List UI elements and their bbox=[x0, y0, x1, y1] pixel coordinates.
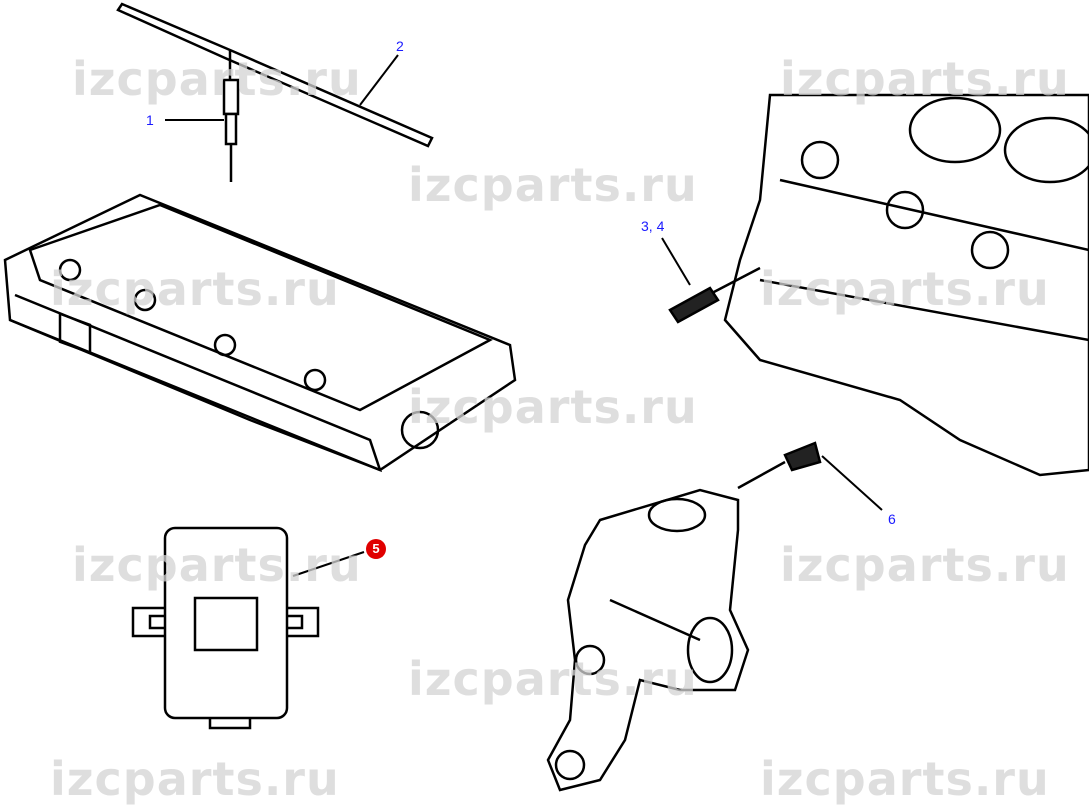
water-pump bbox=[546, 488, 750, 792]
glow-plug bbox=[222, 78, 240, 182]
callout-5-highlighted[interactable]: 5 bbox=[366, 539, 386, 559]
sensor-6 bbox=[737, 441, 822, 490]
leader-lines bbox=[165, 54, 883, 577]
engine-block bbox=[723, 93, 1089, 477]
callout-2[interactable]: 2 bbox=[396, 38, 404, 54]
callout-6[interactable]: 6 bbox=[888, 511, 896, 527]
cylinder-head bbox=[3, 193, 517, 473]
temperature-sensor bbox=[668, 266, 761, 324]
callout-1[interactable]: 1 bbox=[146, 112, 154, 128]
glow-plug-connector-bar bbox=[116, 2, 434, 148]
glow-controller bbox=[131, 526, 320, 730]
callout-3-4[interactable]: 3, 4 bbox=[641, 218, 665, 234]
